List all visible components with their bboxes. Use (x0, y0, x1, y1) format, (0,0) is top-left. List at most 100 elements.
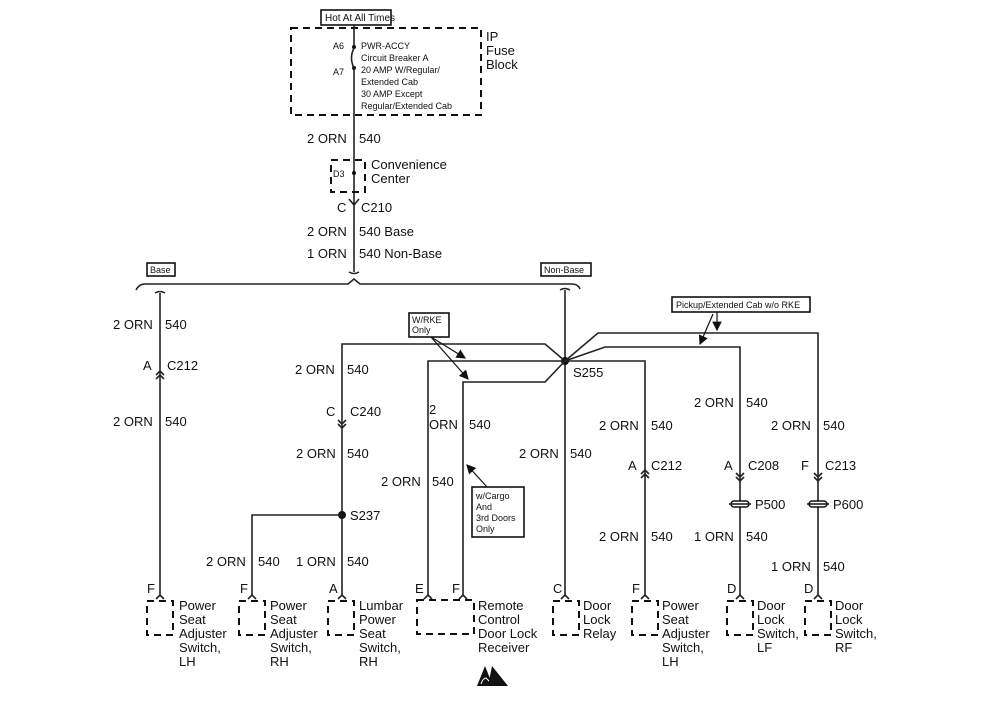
base-label: Base (150, 265, 171, 275)
circuit-label: 540 Non-Base (359, 246, 442, 261)
component-name: Power (270, 598, 308, 613)
component-name: LH (662, 654, 679, 669)
circuit-label: 540 (347, 362, 369, 377)
component-name: Seat (662, 612, 689, 627)
connector-c240: C240 (350, 404, 381, 419)
non-base-label-box (540, 262, 592, 277)
component-name: Seat (270, 612, 297, 627)
wrke-arrow (430, 336, 469, 380)
pickup-label-box (671, 296, 811, 313)
wrke-label-2: Only (412, 325, 431, 335)
component-name: Door Lock (478, 626, 538, 641)
breaker-text-6: Regular/Extended Cab (361, 101, 452, 111)
circuit-label: 540 (347, 446, 369, 461)
pin-label: E (415, 581, 424, 596)
component-name: Power (662, 598, 700, 613)
convenience-center-outline (330, 159, 366, 193)
wire-label: 2 ORN (307, 224, 347, 239)
option-bus: Base Non-Base (135, 262, 592, 291)
component-name: Switch, (179, 640, 221, 655)
component-name: RF (835, 640, 852, 655)
branch-lf: 2 ORN 540 A C208 P500 1 ORN 540 (694, 395, 785, 544)
splice-s237-label: S237 (350, 508, 380, 523)
component-name: Lock (583, 612, 611, 627)
esd-warning-icon (477, 666, 508, 687)
pin-label: A (628, 458, 637, 473)
pin-label: F (632, 581, 640, 596)
circuit-label: 540 (823, 559, 845, 574)
connector-c212: C212 (167, 358, 198, 373)
pin-a6: A6 (333, 41, 344, 51)
wire-label: 2 ORN (307, 131, 347, 146)
wrke-label-1: W/RKE (412, 315, 442, 325)
hot-at-all-times-label: Hot At All Times (325, 13, 395, 24)
branch-lumbar: 2 ORN 540 C C240 2 ORN 540 S237 2 ORN 54… (206, 362, 381, 595)
wire-label: 2 ORN (206, 554, 246, 569)
connector-c208: C208 (748, 458, 779, 473)
pin-label: F (240, 581, 248, 596)
circuit-breaker-icon (350, 47, 355, 69)
pin-c: C (337, 200, 346, 215)
pass-through-p600: P600 (833, 497, 863, 512)
component-name: Switch, (270, 640, 312, 655)
component-name: Seat (179, 612, 206, 627)
pin-label: F (452, 581, 460, 596)
circuit-label: 540 (165, 414, 187, 429)
wire-label: 2 ORN (771, 418, 811, 433)
component-power-seat-lh: F Power Seat Adjuster Switch, LH (146, 581, 227, 669)
component-name: Power (179, 598, 217, 613)
wire-label: 2 ORN (381, 474, 421, 489)
breaker-text-2: Circuit Breaker A (361, 53, 429, 63)
component-door-lock-switch-rf: D Door Lock Switch, RF (804, 581, 877, 655)
circuit-label: 540 Base (359, 224, 414, 239)
wire-label: 2 ORN (599, 529, 639, 544)
wire-label: 2 ORN (295, 362, 335, 377)
circuit-label: 540 (746, 395, 768, 410)
component-name: Adjuster (179, 626, 227, 641)
component-name: Door (757, 598, 786, 613)
cargo-arrow (466, 464, 488, 488)
pin-label: C (326, 404, 335, 419)
wire-label: 2 ORN (694, 395, 734, 410)
wire-label: 1 ORN (771, 559, 811, 574)
branch-base-lh: 2 ORN 540 A C212 2 ORN 540 (113, 290, 198, 595)
breaker-text-1: PWR-ACCY (361, 41, 410, 51)
pickup-label: Pickup/Extended Cab w/o RKE (676, 300, 800, 310)
wire-label: 1 ORN (296, 554, 336, 569)
wire-label: 2 ORN (113, 317, 153, 332)
component-name: LF (757, 640, 772, 655)
non-base-label: Non-Base (544, 265, 584, 275)
circuit-label: 540 (651, 529, 673, 544)
fuse-block-name-3: Block (486, 57, 518, 72)
component-name: Lock (835, 612, 863, 627)
wire-label: 2 ORN (296, 446, 336, 461)
breaker-text-3: 20 AMP W/Regular/ (361, 65, 440, 75)
component-name: Power (359, 612, 397, 627)
component-remote-door-lock-receiver: E F Remote Control Door Lock Receiver (415, 581, 538, 687)
circuit-label: 540 (823, 418, 845, 433)
component-name: Lock (757, 612, 785, 627)
hot-at-all-times-label-box (320, 9, 392, 26)
wire-label: 1 ORN (694, 529, 734, 544)
component-name: Door (835, 598, 864, 613)
bus-line (135, 277, 581, 291)
cargo-label-4: Only (476, 524, 495, 534)
circuit-label: 540 (570, 446, 592, 461)
branch-nb-lh: 2 ORN 540 A C212 2 ORN 540 (599, 418, 682, 544)
splice-s255-label: S255 (573, 365, 603, 380)
component-name: Remote (478, 598, 524, 613)
wire-label: 2 ORN (113, 414, 153, 429)
fuse-block-name-2: Fuse (486, 43, 515, 58)
wire-label: ORN (429, 417, 458, 432)
pickup-arrow (698, 313, 714, 346)
component-name: RH (359, 654, 378, 669)
pin-label: F (801, 458, 809, 473)
component-power-seat-lh-nb: F Power Seat Adjuster Switch, LH (631, 581, 710, 669)
fuse-block-name-1: IP (486, 29, 498, 44)
component-door-lock-relay: C Door Lock Relay (552, 581, 617, 641)
circuit-label: 540 (651, 418, 673, 433)
component-name: Switch, (359, 640, 401, 655)
wire-label: 2 (429, 402, 436, 417)
main-feed: 2 ORN 540 D3 Convenience Center C C210 2… (307, 68, 447, 275)
